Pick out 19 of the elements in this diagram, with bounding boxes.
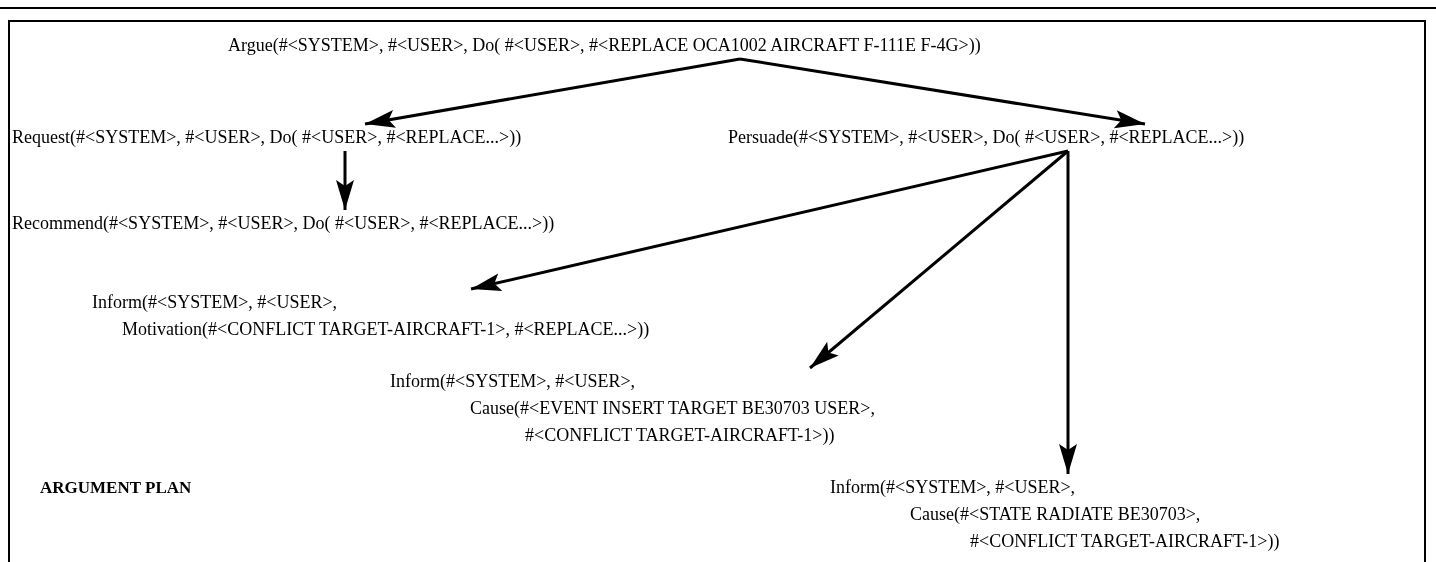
plan-step-text: Inform(#<SYSTEM>, #<USER>, [92,291,338,314]
arrow [739,57,1146,129]
plan-step-text: #<CONFLICT TARGET-AIRCRAFT-1>)) [525,424,835,447]
plan-step-text: #<CONFLICT TARGET-AIRCRAFT-1>)) [970,530,1280,553]
plan-step-text: Inform(#<SYSTEM>, #<USER>, [390,370,636,393]
plan-step-text: Cause(#<EVENT INSERT TARGET BE30703 USER>, [470,397,875,420]
arrow [1059,151,1077,474]
plan-step-text: Motivation(#<CONFLICT TARGET-AIRCRAFT-1>, #<REPLACE...>)) [122,318,650,341]
plan-step-text: Cause(#<STATE RADIATE BE30703>, [910,503,1201,526]
plan-step-text: Request(#<SYSTEM>, #<USER>, Do( #<USER>, #<REPLACE...>)) [12,126,522,149]
plan-step-text: Inform(#<SYSTEM>, #<USER>, [830,476,1076,499]
arrow [364,57,741,128]
plan-step-text: Argue(#<SYSTEM>, #<USER>, Do( #<USER>, #<REPLACE OCA1002 AIRCRAFT F-111E F-4G>)) [228,34,981,57]
arrow [809,149,1069,370]
arrow [470,149,1069,291]
arrow [336,151,354,210]
diagram-label: ARGUMENT PLAN [40,478,192,498]
plan-step-text: Recommend(#<SYSTEM>, #<USER>, Do( #<USER>, #<REPLACE...>)) [12,212,555,235]
plan-step-text: Persuade(#<SYSTEM>, #<USER>, Do( #<USER>, #<REPLACE...>)) [728,126,1245,149]
